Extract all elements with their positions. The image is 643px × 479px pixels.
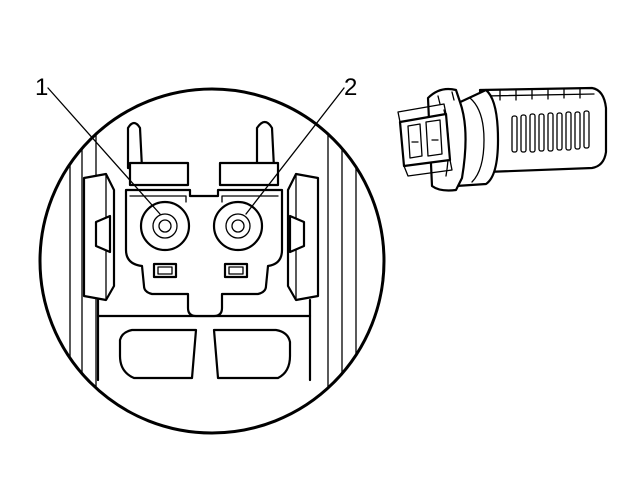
lower-window-right	[212, 328, 292, 380]
terminal-2	[212, 200, 264, 252]
callout-1: 1	[35, 74, 161, 215]
callout-2-label: 2	[344, 74, 357, 101]
body-ribs	[511, 110, 590, 153]
right-latch-tab	[255, 120, 276, 170]
lower-window-left	[118, 328, 198, 380]
callout-1-leader	[47, 87, 161, 215]
connector-isometric-view	[397, 86, 608, 192]
terminal-1	[139, 200, 191, 252]
callout-2-leader	[245, 87, 345, 215]
connector-face-magnified-view	[38, 87, 386, 435]
left-latch-tab	[126, 121, 144, 170]
callout-1-label: 1	[35, 74, 48, 101]
callout-2: 2	[245, 74, 357, 215]
